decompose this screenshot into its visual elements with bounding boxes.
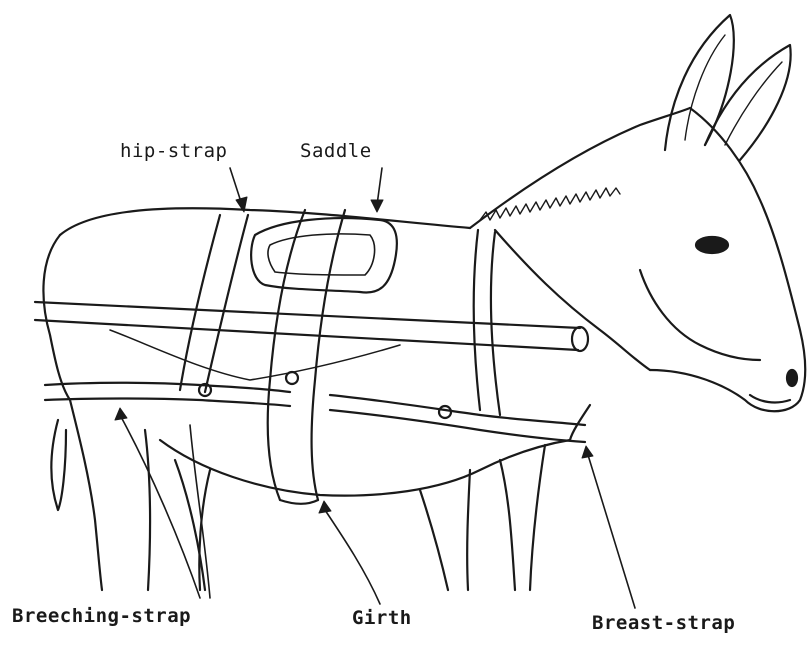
mule-hind-leg-front-inner <box>199 470 210 590</box>
hip-strap-band-edge <box>205 215 248 392</box>
girth-label: Girth <box>352 607 412 629</box>
mule-hind-leg-rear-inner <box>145 430 150 590</box>
breast-strap-bottom <box>330 410 585 442</box>
breeching-arrow-1 <box>120 415 200 598</box>
buckle-girth <box>286 372 298 384</box>
mule-fore-leg-front-inner <box>530 445 545 590</box>
mule-ear-left-inner <box>685 35 725 140</box>
buckle-breast <box>439 406 451 418</box>
breeching-strap-bottom <box>45 399 290 407</box>
breast-strap-top <box>330 395 585 425</box>
mule-tail <box>51 420 66 510</box>
saddle-arrow <box>377 168 382 205</box>
pack-pole-end <box>572 327 588 351</box>
mule-eye <box>696 237 728 253</box>
mule-head-outline <box>650 108 805 411</box>
mule-fore-leg-rear <box>420 490 448 590</box>
saddle-pad-inner <box>268 234 375 275</box>
breeching-arrowhead-1 <box>115 408 127 420</box>
mule-rump <box>43 235 70 400</box>
hip-strap-band <box>180 215 220 390</box>
mule-ear-right <box>705 45 791 160</box>
mule-jaw <box>640 270 760 360</box>
saddle-arrowhead <box>371 200 383 212</box>
breeching-strap-label: Breeching-strap <box>12 605 191 627</box>
mule-fore-leg-front <box>500 460 515 590</box>
mule-hind-leg-rear <box>70 400 102 590</box>
girth-arrow <box>325 510 380 604</box>
girth-band-right <box>312 210 345 500</box>
mule-neck-top <box>470 108 690 228</box>
mule-belly <box>160 440 570 496</box>
mule-nostril <box>787 370 797 386</box>
girth-band-bottom <box>280 500 318 504</box>
girth-band-left <box>268 210 305 500</box>
mule-mouth <box>750 395 790 402</box>
hip-strap-label: hip-strap <box>120 140 227 162</box>
mule-chest <box>570 405 590 440</box>
mule-ear-right-inner <box>725 62 782 145</box>
breast-strap-collar <box>474 230 480 410</box>
breeching-strap-top <box>45 383 290 392</box>
breast-strap-arrow <box>588 455 635 608</box>
breast-strap-label: Breast-strap <box>592 612 735 634</box>
girth-arrowhead <box>319 501 331 513</box>
breast-strap-arrowhead <box>582 446 593 458</box>
saddle-label: Saddle <box>300 140 372 162</box>
mule-fore-leg-rear-inner <box>467 470 470 590</box>
